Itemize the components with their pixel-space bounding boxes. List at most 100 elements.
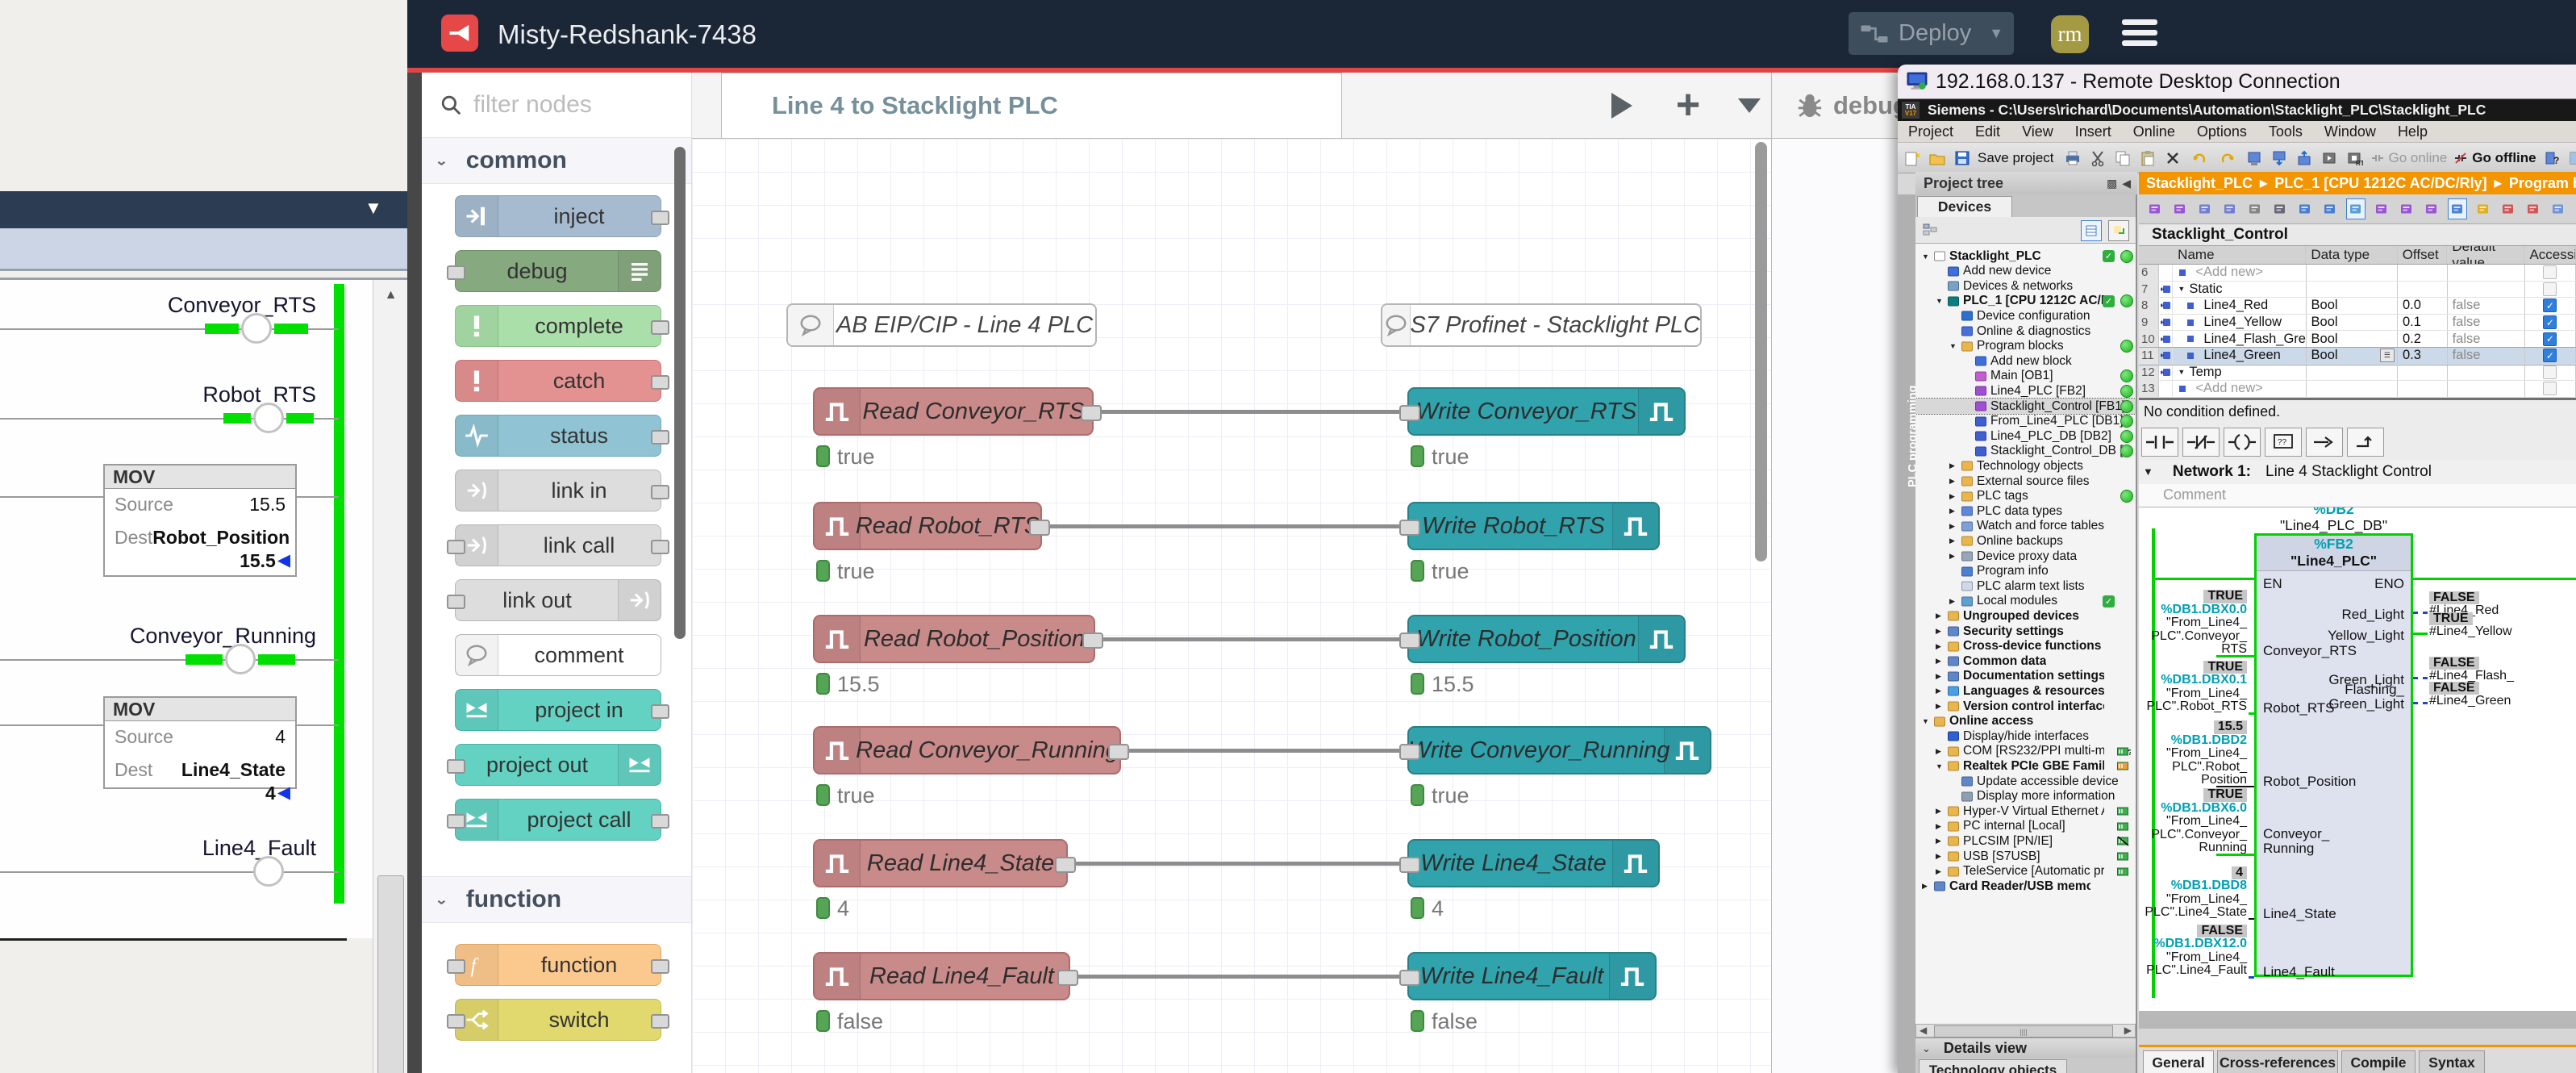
tag-offset-cell[interactable] — [2398, 381, 2448, 397]
undo-icon[interactable] — [2188, 148, 2211, 169]
read-node[interactable]: Read Line4_Fault — [813, 952, 1078, 1000]
tag-name-cell[interactable]: Line4_Red — [2173, 298, 2307, 314]
tag-default-cell[interactable] — [2448, 265, 2525, 281]
tree-expand-icon[interactable]: ▼ — [1936, 297, 1943, 306]
tag-name-cell[interactable]: Line4_Flash_Green — [2173, 331, 2307, 347]
chevron-down-icon[interactable]: ▼ — [365, 198, 382, 218]
tag-datatype-cell[interactable] — [2307, 281, 2398, 298]
tree-item-plc-tags[interactable]: ▶PLC tags — [1915, 489, 2136, 504]
tree-item-local-modules[interactable]: ▶Local modules✓ — [1915, 594, 2136, 609]
read-node[interactable]: Read Line4_State — [813, 839, 1076, 887]
tree-item-plc-alarm-text-lists[interactable]: PLC alarm text lists — [1915, 578, 2136, 594]
tag-row-12[interactable]: 12▼Temp — [2139, 364, 2576, 382]
debug-sidebar-header[interactable]: debug — [1772, 73, 1908, 139]
tree-item-plc-data-types[interactable]: ▶PLC data types — [1915, 503, 2136, 519]
tag-default-cell[interactable]: false — [2448, 347, 2525, 364]
open-project-icon[interactable] — [1928, 148, 1947, 169]
tree-expand-icon[interactable]: ▶ — [1949, 491, 1955, 500]
tag-name-cell[interactable]: Line4_Green — [2173, 347, 2307, 364]
tree-item-stacklight-plc[interactable]: ▼Stacklight_PLC✓ — [1915, 248, 2136, 264]
tag-row-6[interactable]: 6<Add new> — [2139, 265, 2576, 282]
details-view-header[interactable]: ⌄ Details view — [1915, 1038, 2136, 1058]
tree-item-card-reader-usb-memory[interactable]: ▶Card Reader/USB memory — [1915, 879, 2136, 894]
network-collapse-icon[interactable]: ▼ — [2143, 466, 2153, 478]
palette-node-catch[interactable]: catch — [455, 360, 669, 402]
tia-side-strip[interactable]: PLC programming — [1898, 194, 1919, 1073]
tree-expand-icon[interactable]: ▶ — [1922, 882, 1928, 891]
palette-node-link-in[interactable]: link in — [455, 470, 669, 511]
read-node[interactable]: Read Conveyor_Running — [813, 726, 1129, 774]
read-node[interactable]: Read Robot_RTS — [813, 502, 1050, 550]
menu-item-insert[interactable]: Insert — [2074, 123, 2111, 140]
tree-expand-icon[interactable]: ▶ — [1949, 507, 1955, 516]
checkbox-checked[interactable]: ✓ — [2543, 349, 2557, 363]
ladder-scrollbar[interactable]: ▲ — [373, 280, 408, 1073]
tree-h-thumb[interactable]: |||| — [1934, 1025, 2113, 1038]
breadcrumb-item[interactable]: Program blocks — [2508, 174, 2576, 191]
properties-tab-cross-references[interactable]: Cross-references — [2217, 1050, 2338, 1073]
palette-node-status[interactable]: status — [455, 415, 669, 457]
column-header-data-type[interactable]: Data type — [2306, 246, 2398, 264]
tree-expand-icon[interactable]: ▼ — [1936, 762, 1943, 770]
tree-expand-icon[interactable]: ▶ — [1949, 521, 1955, 530]
palette-scrollbar[interactable] — [674, 147, 686, 639]
flow-tab[interactable]: Line 4 to Stacklight PLC — [721, 73, 1342, 138]
tree-item-plc-1-cpu-1212c-ac-dc-rly[interactable]: ▼PLC_1 [CPU 1212C AC/DC/Rly]✓ — [1915, 294, 2136, 309]
write-node[interactable]: Write Conveyor_Running — [1399, 726, 1711, 774]
tag-default-cell[interactable]: false — [2448, 314, 2525, 331]
search-input[interactable]: filter nodes — [473, 91, 592, 118]
tree-item-pc-internal-local[interactable]: ▶PC internal [Local] — [1915, 819, 2136, 834]
tree-expand-icon[interactable]: ▶ — [1936, 671, 1941, 680]
tree-item-watch-and-force-tables[interactable]: ▶Watch and force tables — [1915, 519, 2136, 534]
snapshot-icon[interactable] — [2271, 199, 2289, 219]
scrollbar-thumb[interactable] — [377, 875, 404, 1073]
palette-category-function[interactable]: ⌄function — [422, 876, 691, 923]
tree-expand-icon[interactable]: ▶ — [1949, 536, 1955, 545]
comment-toggle-icon[interactable] — [2346, 198, 2366, 219]
tag-offset-cell[interactable]: 0.0 — [2398, 298, 2448, 314]
copy-icon[interactable] — [2113, 148, 2132, 169]
palette-node-project-out[interactable]: project out — [447, 744, 661, 786]
menu-item-view[interactable]: View — [2022, 123, 2053, 140]
open-branch-button[interactable] — [2306, 427, 2343, 457]
tree-item-device-configuration[interactable]: Device configuration — [1915, 308, 2136, 324]
tree-item-ungrouped-devices[interactable]: ▶Ungrouped devices — [1915, 608, 2136, 624]
download-icon[interactable] — [2270, 148, 2289, 169]
expand-arrow-icon[interactable]: ▼ — [2178, 285, 2186, 294]
tree-h-scrollbar[interactable]: ◀ ▶ |||| — [1915, 1024, 2136, 1038]
palette-node-debug[interactable]: debug — [447, 250, 661, 292]
deploy-button[interactable]: Deploy ▼ — [1849, 12, 2014, 55]
tree-item-external-source-files[interactable]: ▶External source files — [1915, 474, 2136, 489]
tag-offset-cell[interactable]: 0.2 — [2398, 331, 2448, 347]
tag-default-cell[interactable]: false — [2448, 331, 2525, 347]
add-flow-button[interactable]: + — [1675, 81, 1701, 128]
start-cpu-icon[interactable] — [2320, 148, 2339, 169]
tree-item-main-ob1[interactable]: Main [OB1] — [1915, 369, 2136, 384]
collapse-panel-icon[interactable]: ◀ — [2122, 176, 2131, 190]
palette-node-complete[interactable]: complete — [455, 305, 669, 347]
tree-expand-icon[interactable]: ▶ — [1936, 687, 1941, 695]
palette-node-switch[interactable]: switch — [447, 999, 669, 1041]
tree-expand-icon[interactable]: ▶ — [1936, 702, 1941, 710]
diagnostics-icon[interactable]: ? — [2542, 148, 2561, 169]
tree-item-devices-networks[interactable]: Devices & networks — [1915, 278, 2136, 294]
compile-icon[interactable] — [2245, 148, 2264, 169]
tag-name-cell[interactable]: ▼Temp — [2173, 364, 2307, 381]
canvas-scrollbar-thumb[interactable] — [1755, 142, 1767, 562]
checkbox-unchecked[interactable] — [2543, 365, 2557, 379]
tree-item-display-more-information[interactable]: Display more information — [1915, 789, 2136, 804]
ladder-title-bar[interactable]: ▼ — [0, 191, 407, 228]
tree-expand-icon[interactable]: ▶ — [1949, 477, 1955, 485]
tag-default-cell[interactable] — [2448, 281, 2525, 298]
write-node[interactable]: Write Line4_Fault — [1399, 952, 1657, 1000]
write-node[interactable]: Write Robot_RTS — [1399, 502, 1660, 550]
rdp-title-bar[interactable]: 192.168.0.137 - Remote Desktop Connectio… — [1898, 65, 2576, 98]
tree-item-online-access[interactable]: ▼Online access — [1915, 714, 2136, 729]
tag-accessible-cell[interactable]: ✓ — [2525, 298, 2576, 314]
tree-item-usb-s7usb[interactable]: ▶USB [S7USB] — [1915, 849, 2136, 864]
menu-item-online[interactable]: Online — [2132, 123, 2175, 140]
tree-expand-icon[interactable] — [2108, 220, 2129, 241]
expand-view-icon[interactable] — [2448, 198, 2467, 219]
